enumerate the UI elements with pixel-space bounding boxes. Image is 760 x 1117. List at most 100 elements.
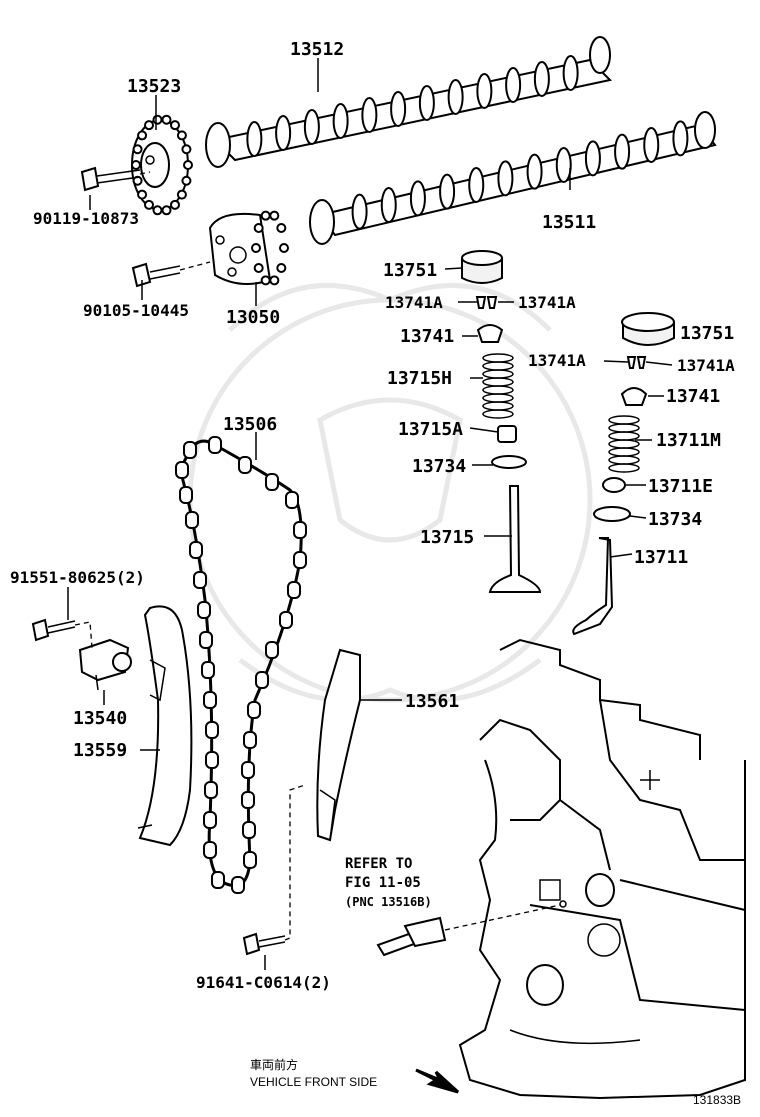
chain-link (287, 581, 301, 599)
sprocket-13523-tooth (137, 130, 148, 141)
chain-link (201, 661, 215, 679)
camshaft-13512-lobe (390, 91, 407, 127)
chain-link (208, 436, 222, 454)
valve-train-right (572, 312, 675, 636)
camshaft-13512 (205, 36, 613, 168)
valve-train-left (461, 250, 542, 593)
vvt-13050-tooth (269, 210, 280, 221)
camshaft-13511-lobe (409, 180, 426, 217)
spring-13715H-coil (482, 385, 514, 395)
label-13715: 13715 (420, 527, 474, 548)
vvt-13050-tooth (276, 262, 287, 273)
label-13559: 13559 (73, 740, 127, 761)
cylinder-block (458, 638, 746, 1100)
camshaft-13511-lobe (672, 120, 689, 157)
chain-link (293, 551, 307, 569)
chain-link (211, 871, 225, 889)
label-13540: 13540 (73, 708, 127, 729)
chain-link (205, 751, 219, 769)
chain-link (203, 841, 217, 859)
vvt-13050-tooth (253, 223, 264, 234)
sprocket-13523-tooth (181, 144, 192, 155)
vvt-13050-tooth (276, 223, 287, 234)
label-13741-right: 13741 (666, 386, 720, 407)
label-13734-right: 13734 (648, 509, 702, 530)
camshaft-13512-lobe (275, 115, 292, 151)
chain-link (279, 611, 293, 629)
spring-13711M-coil (608, 463, 640, 473)
label-13711: 13711 (634, 547, 688, 568)
sprocket-13523-tooth (181, 175, 192, 186)
spring-13711M-coil (608, 431, 640, 441)
label-13751-left: 13751 (383, 260, 437, 281)
camshaft-13511-lobe (468, 167, 485, 203)
chain-link (255, 671, 269, 689)
chain-link (247, 701, 261, 719)
sprocket-13523-tooth (144, 199, 154, 210)
direction-english: VEHICLE FRONT SIDE (250, 1075, 377, 1089)
watermark-emblem (187, 282, 593, 703)
sprocket-13523-tooth (161, 205, 172, 216)
camshaft-13511-lobe (584, 140, 601, 177)
leader-lines (67, 58, 673, 970)
sprocket-13523-tooth (176, 130, 187, 141)
sprocket-13523-tooth (161, 114, 172, 125)
spring-13715H-coil (482, 401, 514, 411)
camshaft-13512-lobe (246, 121, 263, 157)
label-13734-left: 13734 (412, 456, 466, 477)
chain-link (265, 641, 279, 659)
camshaft-13512-lobe (303, 109, 320, 145)
chain-link (203, 811, 217, 829)
chain-link (203, 691, 217, 709)
chain-link (242, 821, 256, 839)
chain-link (199, 631, 213, 649)
vvt-13050-tooth (251, 243, 261, 253)
spring-13711M-coil (608, 423, 640, 433)
chain-link (204, 781, 218, 799)
label-90105-10445: 90105-10445 (83, 301, 189, 320)
refer-line-2: FIG 11-05 (345, 875, 421, 891)
camshaft-13511-lobe (497, 160, 514, 197)
camshaft-13511-lobe (526, 153, 543, 190)
front-direction-arrow (415, 1068, 460, 1094)
camshaft-13511-lobe (439, 173, 456, 210)
label-13512: 13512 (290, 39, 344, 60)
label-90119-10873: 90119-10873 (33, 209, 139, 228)
sprocket-13523-tooth (176, 189, 187, 200)
chain-link (238, 456, 252, 474)
chain-link (205, 721, 219, 739)
label-13561: 13561 (405, 691, 459, 712)
label-91641-C0614: 91641-C0614(2) (196, 973, 331, 992)
chain-link (197, 601, 211, 619)
camshaft-13511-lobe (643, 127, 660, 163)
chain-link (241, 791, 255, 809)
sprocket-13523-tooth (152, 205, 163, 216)
label-13741A-left-1: 13741A (385, 293, 443, 312)
chain-link (293, 521, 307, 539)
camshaft-13511 (309, 111, 717, 245)
sprocket-13523-tooth (144, 120, 154, 131)
sprocket-13523-tooth (183, 160, 193, 170)
label-13741A-left-2: 13741A (518, 293, 576, 312)
refer-note: REFER TO FIG 11-05 (PNC 13516B) (345, 856, 432, 909)
camshaft-13512-lobe (533, 61, 550, 97)
camshaft-13512-lobe (562, 55, 579, 91)
tensioner-13540 (78, 638, 132, 691)
chain-link (193, 571, 207, 589)
camshaft-13512-lobe (361, 97, 378, 133)
spring-13711M-coil (608, 455, 640, 465)
label-13711E: 13711E (648, 476, 713, 497)
bolt-91551-80625 (31, 618, 93, 649)
spring-13715H-coil (482, 377, 514, 387)
camshaft-13512-lobe (447, 79, 464, 115)
spring-13715H-coil (482, 361, 514, 371)
camshaft-13512-lobe (476, 73, 493, 109)
label-13050: 13050 (226, 307, 280, 328)
chain-link (243, 731, 257, 749)
vvt-13050-tooth (260, 210, 271, 221)
bolt-90119-10873 (80, 166, 151, 192)
label-91551-80625: 91551-80625(2) (10, 568, 145, 587)
label-13715H: 13715H (387, 368, 452, 389)
